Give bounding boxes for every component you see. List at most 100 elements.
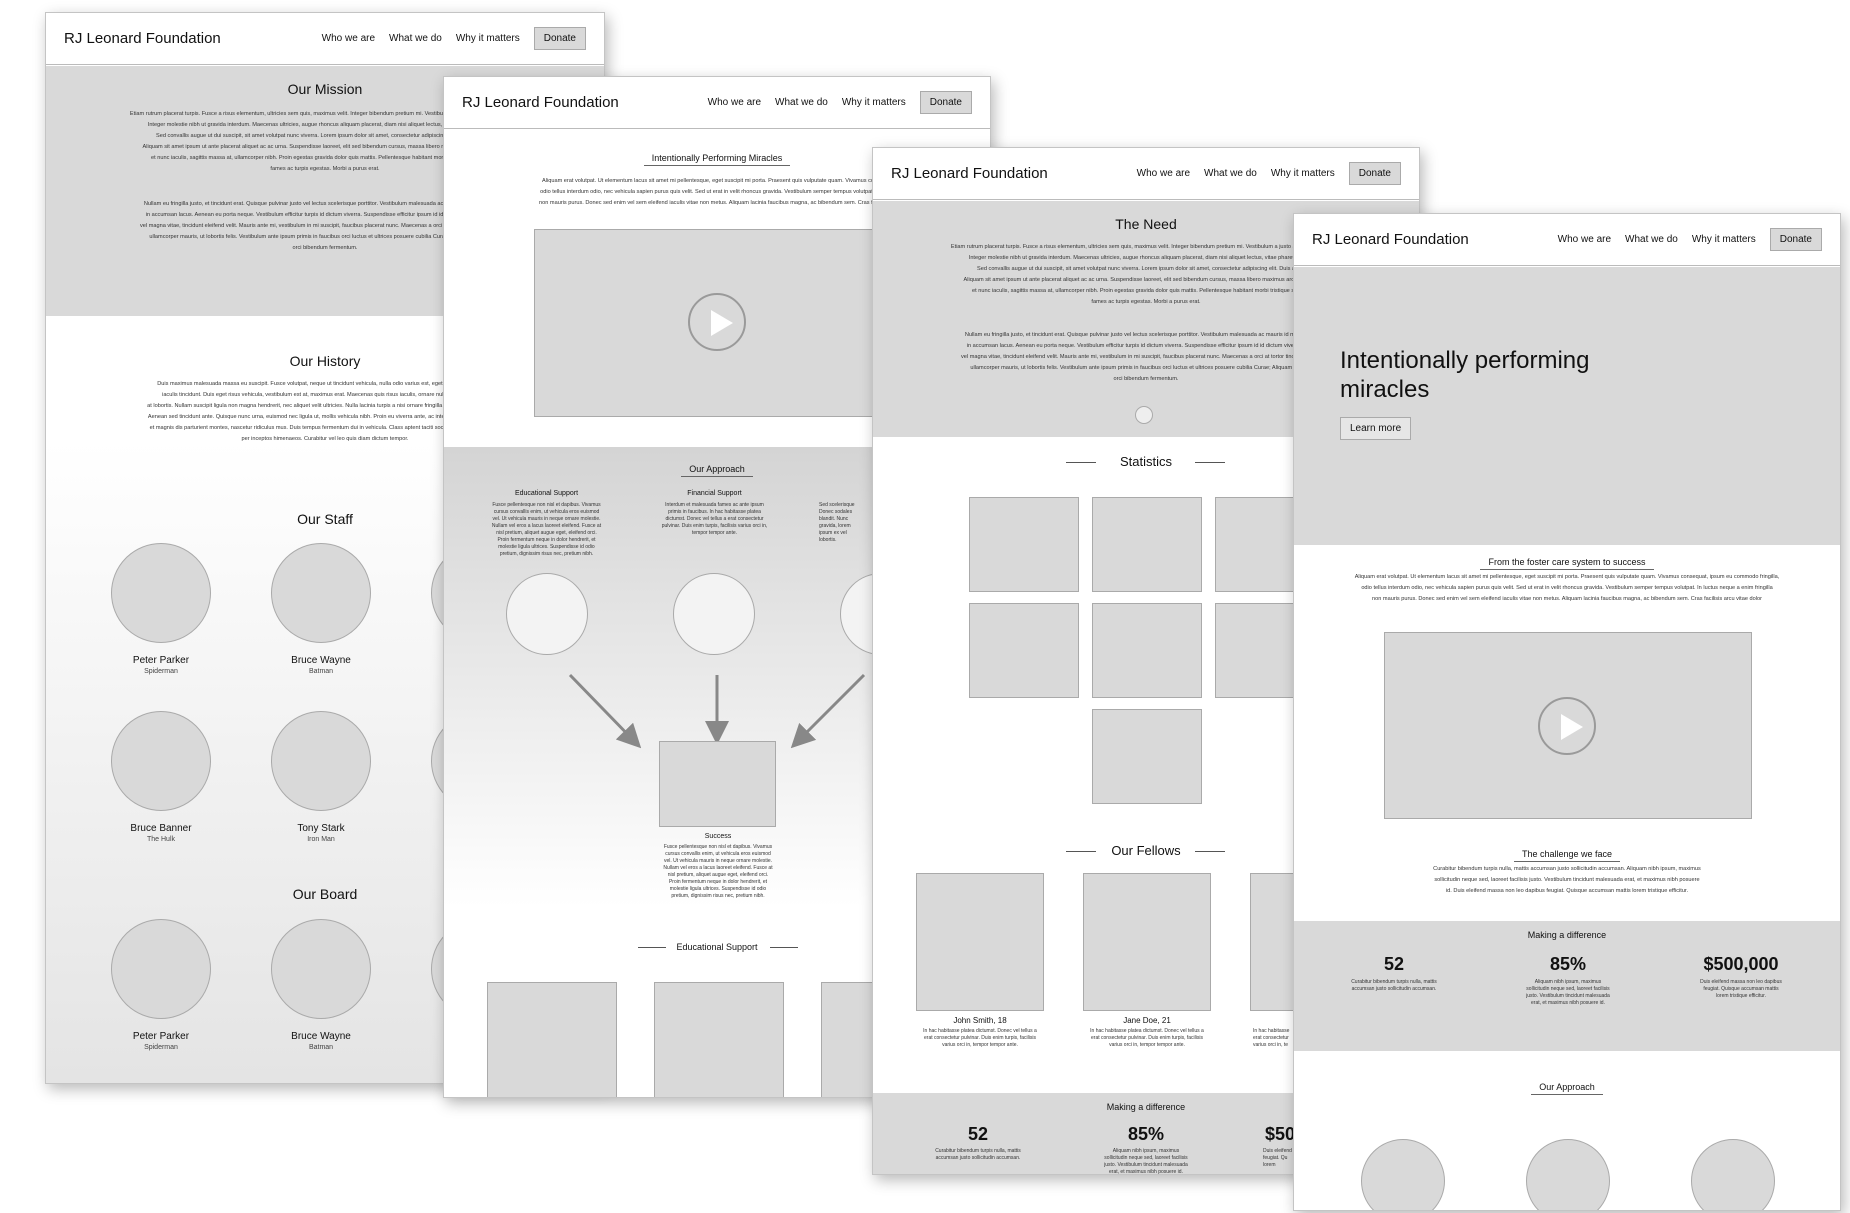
challenge-text: Curabitur bibendum turpis nulla, mattis … xyxy=(1433,866,1701,894)
staff-name: Peter Parker xyxy=(132,655,190,666)
top-nav: RJ Leonard Foundation Who we are What we… xyxy=(444,77,990,129)
board-name: Bruce Wayne xyxy=(291,1031,351,1042)
card-image xyxy=(654,982,784,1097)
nav-link-who-we-are[interactable]: Who we are xyxy=(321,33,376,44)
success-text: Fusce pellentesque non nisl et dapibus. … xyxy=(663,844,773,899)
stat-tile xyxy=(1092,497,1202,592)
fellow-name: John Smith, 18 xyxy=(953,1016,1007,1025)
top-nav: RJ Leonard Foundation Who we are What we… xyxy=(46,13,604,65)
hero-title: Intentionally performing miracles xyxy=(1340,347,1590,403)
brand-logo[interactable]: RJ Leonard Foundation xyxy=(1312,231,1469,248)
board-role: Spiderman xyxy=(144,1044,178,1051)
board-avatar xyxy=(271,919,371,1019)
nav-link-what-we-do[interactable]: What we do xyxy=(1204,168,1257,179)
challenge-heading-text: The challenge we face xyxy=(1513,849,1621,862)
stat-text: Aliquam nibh ipsum, maximus sollicitudin… xyxy=(1526,979,1610,1006)
stat-tile xyxy=(1092,709,1202,804)
statistics-title: Statistics xyxy=(1119,454,1172,469)
staff-title: Our Staff xyxy=(297,511,353,527)
nav-link-who-we-are[interactable]: Who we are xyxy=(1557,234,1612,245)
foster-heading: From the foster care system to success xyxy=(1294,557,1840,570)
donate-button[interactable]: Donate xyxy=(1348,162,1401,185)
donate-button[interactable]: Donate xyxy=(1769,228,1822,251)
staff-name: Bruce Banner xyxy=(130,823,192,834)
column-text: Fusce pellentesque non nisl et dapibus. … xyxy=(491,502,602,557)
stat-value: 85% xyxy=(1127,1124,1165,1144)
fellow-text: In hac habitasse erat consectetur varius… xyxy=(1253,1028,1290,1048)
approach-heading-text: Our Approach xyxy=(681,464,753,477)
staff-role: Iron Man xyxy=(307,836,335,843)
donate-button[interactable]: Donate xyxy=(919,91,972,114)
staff-name: Bruce Wayne xyxy=(291,655,351,666)
nav-link-why-it-matters[interactable]: Why it matters xyxy=(455,33,520,44)
play-icon[interactable] xyxy=(1538,697,1596,755)
staff-role: The Hulk xyxy=(146,836,175,843)
challenge-heading: The challenge we face xyxy=(1294,849,1840,862)
staff-role: Batman xyxy=(308,668,334,675)
column-icon-circle xyxy=(673,573,755,655)
wireframe-page-home: RJ Leonard Foundation Who we are What we… xyxy=(1293,213,1841,1211)
history-title: Our History xyxy=(289,353,361,369)
stat-value: 52 xyxy=(1383,954,1405,974)
donate-button[interactable]: Donate xyxy=(533,27,586,50)
nav-links: Who we are What we do Why it matters Don… xyxy=(1137,162,1401,185)
nav-link-why-it-matters[interactable]: Why it matters xyxy=(841,97,906,108)
stat-tile xyxy=(969,497,1079,592)
video-icon[interactable] xyxy=(1135,406,1153,424)
nav-links: Who we are What we do Why it matters Don… xyxy=(708,91,972,114)
column-text: Interdum et malesuada fames ac ante ipsu… xyxy=(661,502,768,536)
column-title: Financial Support xyxy=(687,490,742,497)
stat-text: Aliquam nibh ipsum, maximus sollicitudin… xyxy=(1104,1148,1188,1175)
staff-avatar xyxy=(111,543,211,643)
divider xyxy=(1195,851,1225,852)
nav-links: Who we are What we do Why it matters Don… xyxy=(322,27,586,50)
staff-avatar xyxy=(111,711,211,811)
divider xyxy=(638,947,666,948)
approach-heading: Our Approach xyxy=(444,464,990,477)
nav-link-what-we-do[interactable]: What we do xyxy=(1625,234,1678,245)
nav-links: Who we are What we do Why it matters Don… xyxy=(1558,228,1822,251)
brand-logo[interactable]: RJ Leonard Foundation xyxy=(64,30,221,47)
learn-more-button[interactable]: Learn more xyxy=(1340,417,1412,440)
column-icon-circle xyxy=(506,573,588,655)
column-text: Sed scelerisque Donec sodales blandit. N… xyxy=(819,502,855,543)
divider xyxy=(1066,462,1096,463)
staff-avatar xyxy=(271,543,371,643)
need-title: The Need xyxy=(1115,216,1177,232)
intro-text: Aliquam erat volutpat. Ut elementum lacu… xyxy=(539,178,915,206)
nav-link-what-we-do[interactable]: What we do xyxy=(389,33,442,44)
nav-link-who-we-are[interactable]: Who we are xyxy=(707,97,762,108)
staff-avatar xyxy=(271,711,371,811)
edu-heading: Educational Support xyxy=(676,942,758,952)
nav-link-why-it-matters[interactable]: Why it matters xyxy=(1270,168,1335,179)
nav-link-who-we-are[interactable]: Who we are xyxy=(1136,168,1191,179)
staff-role: Spiderman xyxy=(144,668,178,675)
stat-value: $50 xyxy=(1265,1124,1296,1144)
stat-tile xyxy=(1092,603,1202,698)
stat-text: Duis eleifend feugiat. Qu lorem xyxy=(1263,1148,1292,1168)
difference-title: Making a difference xyxy=(1527,930,1607,940)
stat-value: $500,000 xyxy=(1703,954,1779,974)
arrow-left xyxy=(568,673,642,749)
board-title: Our Board xyxy=(292,886,358,902)
difference-title: Making a difference xyxy=(1106,1102,1186,1112)
success-box xyxy=(659,741,776,827)
success-title: Success xyxy=(704,833,732,840)
play-icon[interactable] xyxy=(688,293,746,351)
foster-text: Aliquam erat volutpat. Ut elementum lacu… xyxy=(1354,574,1780,602)
divider xyxy=(1066,851,1096,852)
staff-name: Tony Stark xyxy=(297,823,345,834)
divider xyxy=(1195,462,1225,463)
intro-heading: Intentionally Performing Miracles xyxy=(444,153,990,166)
nav-link-what-we-do[interactable]: What we do xyxy=(775,97,828,108)
arrow-right xyxy=(790,673,866,749)
stat-tile xyxy=(969,603,1079,698)
brand-logo[interactable]: RJ Leonard Foundation xyxy=(891,165,1048,182)
fellow-text: In hac habitasse platea dictumst. Donec … xyxy=(1090,1028,1204,1048)
fellow-photo xyxy=(916,873,1044,1011)
nav-link-why-it-matters[interactable]: Why it matters xyxy=(1691,234,1756,245)
approach-circle xyxy=(1526,1139,1610,1210)
brand-logo[interactable]: RJ Leonard Foundation xyxy=(462,94,619,111)
fellow-text: In hac habitasse platea dictumst. Donec … xyxy=(923,1028,1037,1048)
fellow-photo xyxy=(1083,873,1211,1011)
